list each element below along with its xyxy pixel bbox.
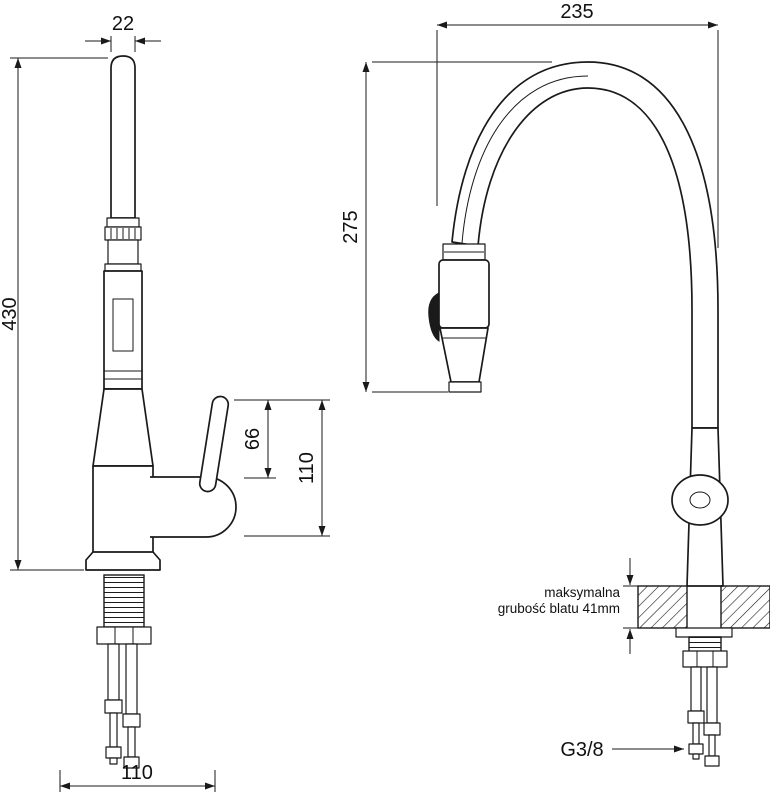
faucet-side-view — [85, 55, 237, 769]
faucet-front-view — [428, 61, 770, 767]
dim-66-110-extension-lines — [234, 399, 330, 537]
dimensions-left-view: 22 430 66 110 110 — [0, 13, 330, 792]
counter-slab-left — [637, 585, 688, 629]
countertop-cross-section — [637, 585, 770, 629]
spray-head-body — [103, 270, 143, 390]
gooseneck-arc — [451, 61, 719, 429]
spray-head-front — [428, 243, 490, 393]
counter-slab-right — [720, 585, 770, 629]
dim-label-110-base: 110 — [121, 762, 153, 784]
mounting-hardware-right — [675, 627, 733, 767]
dim-label-235: 235 — [560, 1, 593, 23]
dim-275-extension-lines — [372, 61, 552, 393]
nut-facets-front — [696, 651, 714, 667]
head-trigger — [428, 292, 440, 342]
spray-head-upper — [107, 239, 139, 265]
hose-2-stem — [127, 726, 136, 758]
hose-front-1-fitting — [688, 743, 704, 755]
dim-label-110-handle: 110 — [296, 452, 318, 484]
supply-hose-1 — [107, 643, 120, 701]
spout-tube — [110, 55, 136, 219]
hose-front-1-connector — [687, 710, 705, 724]
spout-cone — [92, 388, 154, 467]
handle-lever — [198, 395, 230, 493]
thread-size-label: G3/8 — [560, 739, 603, 761]
mounting-nut-front — [682, 650, 728, 668]
head-outlet — [448, 381, 482, 393]
supply-hose-2 — [125, 643, 138, 715]
handle-knob-detail — [689, 491, 711, 509]
head-body — [438, 259, 490, 329]
washer-plate — [675, 627, 733, 638]
pullout-hose-seam — [461, 75, 589, 244]
faucet-base — [85, 551, 161, 571]
hose-1-stem — [109, 712, 118, 748]
spray-head-ring — [104, 263, 142, 272]
handle-knob — [671, 474, 729, 526]
dim-label-66: 66 — [242, 428, 264, 450]
spray-head-panel — [112, 298, 134, 352]
mounting-hardware-left — [96, 574, 152, 769]
rib-lines — [110, 228, 136, 239]
valve-body — [150, 476, 237, 538]
threaded-shank — [103, 574, 145, 628]
hose-front-2-stem — [708, 734, 716, 757]
supply-hose-front-2 — [706, 666, 718, 724]
spray-head-lines — [104, 370, 142, 380]
dim-label-275: 275 — [340, 210, 362, 243]
hose-1-fitting — [105, 746, 122, 759]
nut-facets — [114, 627, 134, 644]
dim-430-extension-lines — [10, 57, 108, 571]
hose-2-connector — [122, 713, 141, 728]
hose-front-1-tip — [692, 753, 700, 760]
supply-hose-front-1 — [690, 666, 702, 712]
hose-1-tip — [109, 757, 118, 765]
dim-label-22: 22 — [112, 13, 134, 35]
counter-note-line2: grubość blatu 41mm — [498, 601, 620, 616]
mounting-nut — [96, 626, 152, 645]
hose-front-2-connector — [703, 722, 721, 736]
hose-front-2-fitting — [704, 755, 720, 767]
hose-2-fitting — [123, 756, 140, 769]
dim-235-extension-lines — [436, 30, 719, 248]
counter-thickness-ticks — [623, 585, 640, 629]
spout-collar — [106, 217, 140, 228]
hose-1-connector — [104, 699, 123, 714]
dimensions-right-view: 235 275 maksymalna grubość blatu 41mm G3… — [340, 1, 719, 761]
head-nozzle — [439, 327, 489, 383]
counter-note-line1: maksymalna — [544, 585, 620, 600]
faucet-column — [92, 465, 154, 559]
hose-front-1-stem — [692, 722, 700, 745]
dim-22-extension-lines — [110, 36, 136, 52]
dim-label-430: 430 — [0, 297, 21, 330]
